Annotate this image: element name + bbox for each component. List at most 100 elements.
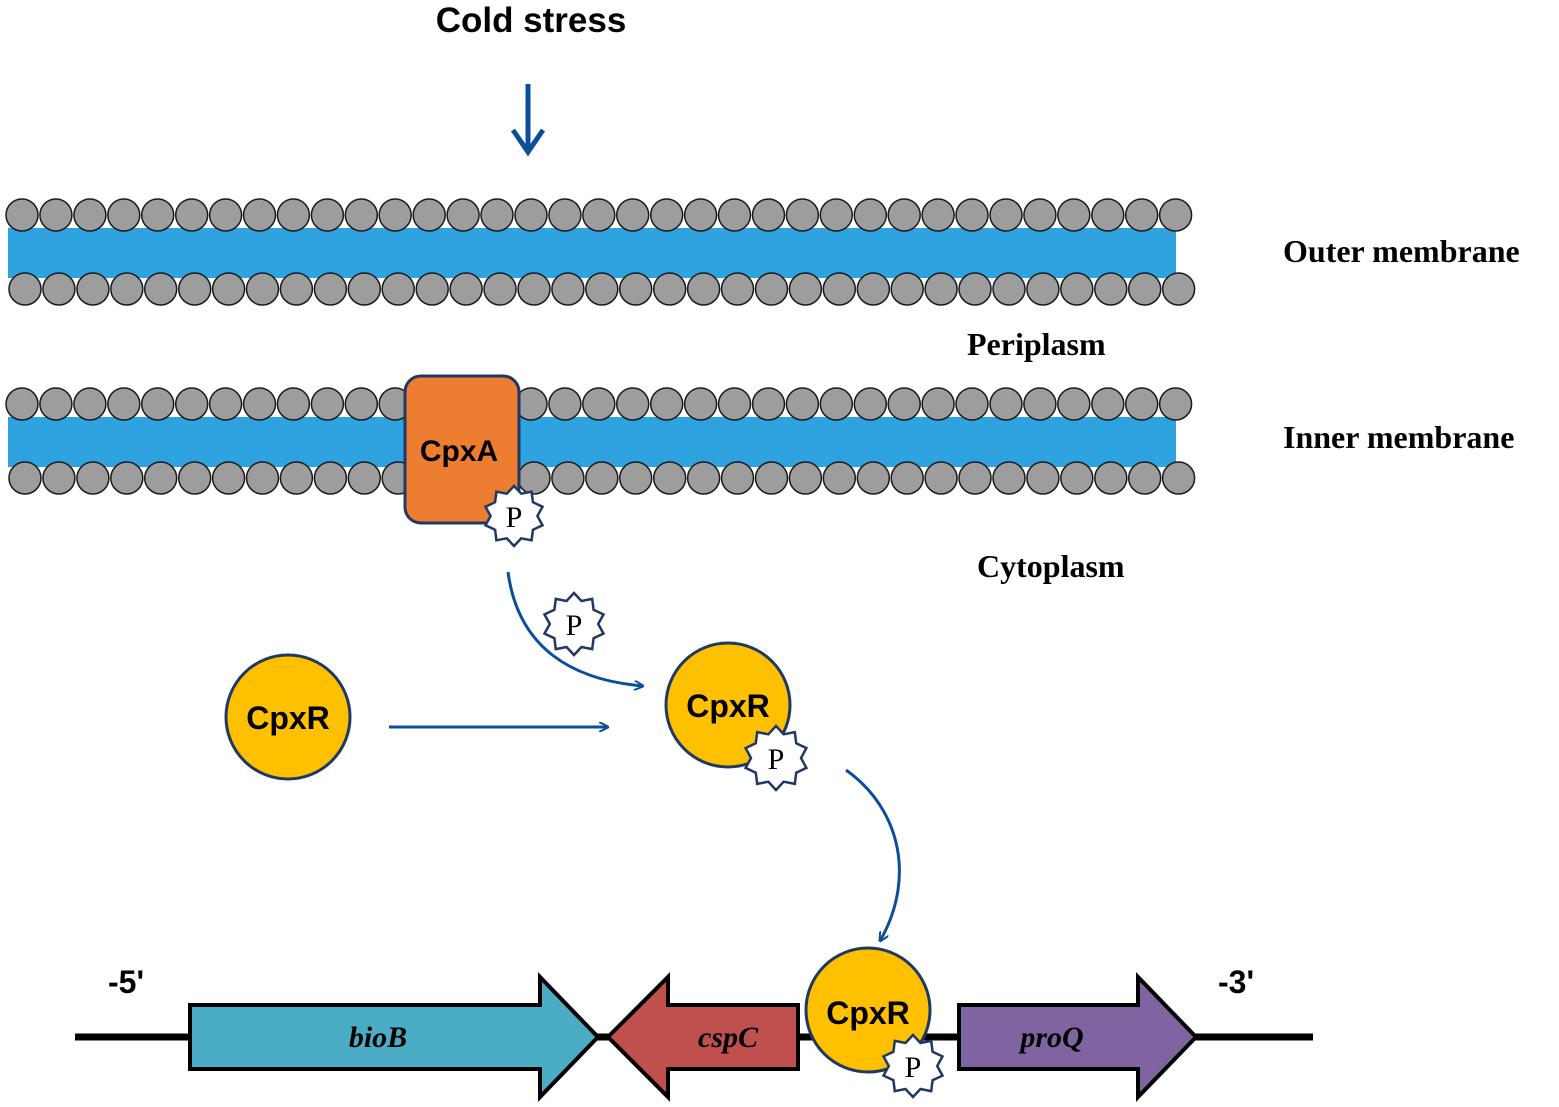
lipid-head <box>42 272 76 306</box>
lipid-head <box>551 461 585 495</box>
lipid-head <box>208 387 243 421</box>
lipid-head <box>1127 272 1162 306</box>
dna-5-prime-end: -5' <box>108 964 144 1000</box>
phosphate-on-cpxr: P <box>743 724 809 792</box>
phosphate-on-cpxa-label: P <box>506 501 523 534</box>
lipid-head <box>921 198 955 232</box>
lipid-head <box>1094 461 1128 495</box>
lipid-head <box>514 198 548 232</box>
lipid-head <box>751 387 786 421</box>
phosphate-transferred-label: P <box>566 609 583 642</box>
inner-membrane-bottom-lipids <box>8 461 1196 495</box>
lipid-head <box>1091 198 1125 232</box>
lipid-head <box>717 387 752 421</box>
lipid-head <box>415 272 449 306</box>
lipid-head <box>39 198 73 232</box>
lipid-head <box>890 461 924 495</box>
outer-membrane-top-lipids <box>5 198 1193 232</box>
lipid-head <box>1026 461 1060 495</box>
cpxa-label: CpxA <box>420 435 498 468</box>
lipid-head <box>276 387 311 421</box>
lipid-head <box>242 387 277 421</box>
lipid-head <box>853 198 888 232</box>
lipid-head <box>517 272 551 306</box>
lipid-head <box>279 461 314 495</box>
lipid-head <box>42 461 76 495</box>
lipid-head <box>1127 461 1162 495</box>
lipid-head <box>1057 198 1091 232</box>
gene-proq-label: proQ <box>1017 1021 1083 1054</box>
lipid-head <box>618 272 653 306</box>
lipid-head <box>785 198 820 232</box>
lipid-head <box>924 461 958 495</box>
lipid-head <box>785 387 820 421</box>
lipid-head <box>1023 387 1057 421</box>
lipid-head <box>582 387 616 421</box>
lipid-head <box>5 387 39 421</box>
lipid-head <box>585 272 619 306</box>
lipid-head <box>652 272 687 306</box>
cpxr-free: CpxR <box>224 653 352 781</box>
lipid-head <box>73 198 107 232</box>
lipid-head <box>1060 272 1094 306</box>
lipid-head <box>110 461 144 495</box>
lipid-head <box>989 387 1023 421</box>
lipid-head <box>1023 198 1057 232</box>
lipid-head <box>856 272 891 306</box>
lipid-head <box>310 387 345 421</box>
lipid-head <box>110 272 144 306</box>
lipid-head <box>853 387 888 421</box>
lipid-head <box>585 461 619 495</box>
label-periplasm: Periplasm <box>967 326 1106 362</box>
lipid-head <box>446 198 480 232</box>
lipid-head <box>211 272 246 306</box>
lipid-head <box>480 198 514 232</box>
lipid-head <box>174 198 209 232</box>
lipid-head <box>683 387 718 421</box>
lipid-head <box>890 272 924 306</box>
phosphate-on-cpxr-bound: P <box>881 1033 945 1099</box>
label-outer-membrane: Outer membrane <box>1283 233 1520 269</box>
lipid-head <box>822 272 857 306</box>
lipid-head <box>788 272 823 306</box>
lipid-head <box>242 198 277 232</box>
lipid-head <box>279 272 314 306</box>
lipid-head <box>819 198 854 232</box>
lipid-head <box>992 272 1026 306</box>
lipid-head <box>958 461 992 495</box>
phosphate-transferred: P <box>542 591 606 657</box>
lipid-head <box>754 461 789 495</box>
lipid-head <box>924 272 958 306</box>
lipid-head <box>788 461 823 495</box>
lipid-head <box>683 198 718 232</box>
lipid-head <box>1060 461 1094 495</box>
lipid-head <box>76 461 110 495</box>
lipid-head <box>344 387 379 421</box>
lipid-head <box>1124 198 1159 232</box>
lipid-head <box>686 272 721 306</box>
lipid-head <box>992 461 1026 495</box>
lipid-head <box>517 461 551 495</box>
lipid-head <box>107 198 141 232</box>
lipid-head <box>887 387 921 421</box>
lipid-head <box>76 272 110 306</box>
phosphate-on-cpxa: P <box>483 484 545 548</box>
lipid-head <box>1057 387 1091 421</box>
lipid-head <box>483 272 517 306</box>
lipid-head <box>8 461 42 495</box>
lipid-head <box>245 461 280 495</box>
lipid-head <box>989 198 1023 232</box>
lipid-head <box>177 272 212 306</box>
lipid-head <box>615 198 650 232</box>
lipid-head <box>245 272 280 306</box>
cpxr-phosphorylated-label: CpxR <box>686 688 770 724</box>
lipid-head <box>73 387 107 421</box>
lipid-head <box>39 387 73 421</box>
lipid-head <box>8 272 42 306</box>
lipid-head <box>1158 198 1193 232</box>
lipid-head <box>344 198 379 232</box>
lipid-head <box>551 272 585 306</box>
outer-membrane <box>5 198 1196 306</box>
lipid-head <box>1161 272 1196 306</box>
lipid-head <box>5 198 39 232</box>
